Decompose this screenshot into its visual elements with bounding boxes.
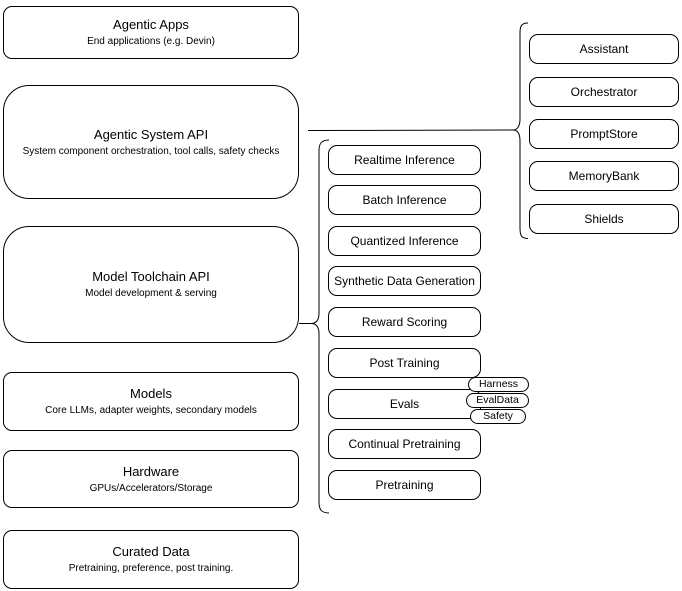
- toolchain-item-reward-scoring: Reward Scoring: [328, 307, 481, 337]
- box-title: Agentic System API: [93, 126, 209, 142]
- box-title: Hardware: [122, 463, 180, 479]
- toolchain-item-evals: Evals: [328, 389, 481, 419]
- box-subtitle: End applications (e.g. Devin): [87, 36, 215, 47]
- item-label: Continual Pretraining: [348, 437, 461, 451]
- box-title: Models: [130, 386, 172, 401]
- component-shields: Shields: [529, 204, 679, 234]
- component-orchestrator: Orchestrator: [529, 77, 679, 107]
- item-label: Post Training: [369, 356, 440, 370]
- box-subtitle: System component orchestration, tool cal…: [22, 145, 280, 157]
- evals-tag-harness: Harness: [468, 377, 529, 392]
- item-label: Evals: [389, 397, 420, 411]
- system-api-components-connector: [307, 129, 514, 131]
- item-label: Shields: [584, 212, 624, 226]
- layer-hardware: Hardware GPUs/Accelerators/Storage: [3, 450, 299, 508]
- component-assistant: Assistant: [529, 34, 679, 64]
- item-label: Orchestrator: [570, 85, 638, 99]
- toolchain-item-synthetic-data-generation: Synthetic Data Generation: [328, 266, 481, 296]
- item-label: PromptStore: [570, 127, 638, 141]
- item-label: Synthetic Data Generation: [334, 274, 475, 288]
- toolchain-item-realtime-inference: Realtime Inference: [328, 145, 481, 175]
- toolchain-item-batch-inference: Batch Inference: [328, 185, 481, 215]
- item-label: Pretraining: [375, 478, 434, 492]
- toolchain-item-continual-pretraining: Continual Pretraining: [328, 429, 481, 459]
- item-label: Quantized Inference: [350, 234, 459, 248]
- item-label: MemoryBank: [568, 169, 640, 183]
- tag-label: EvalData: [476, 394, 519, 407]
- box-title: Agentic Apps: [113, 17, 189, 32]
- layer-agentic-apps: Agentic Apps End applications (e.g. Devi…: [3, 6, 299, 59]
- box-subtitle: Core LLMs, adapter weights, secondary mo…: [45, 405, 257, 416]
- layer-agentic-system-api: Agentic System API System component orch…: [3, 85, 299, 199]
- component-memorybank: MemoryBank: [529, 161, 679, 191]
- toolchain-item-pretraining: Pretraining: [328, 470, 481, 500]
- component-promptstore: PromptStore: [529, 119, 679, 149]
- system-components-brace: [512, 22, 529, 239]
- layer-model-toolchain-api: Model Toolchain API Model development & …: [3, 226, 299, 343]
- item-label: Reward Scoring: [361, 315, 448, 329]
- box-subtitle: Model development & serving: [85, 288, 217, 299]
- box-subtitle: Pretraining, preference, post training.: [68, 563, 234, 574]
- toolchain-item-quantized-inference: Quantized Inference: [328, 226, 481, 256]
- tag-label: Safety: [483, 410, 513, 423]
- evals-tag-evaldata: EvalData: [466, 393, 529, 408]
- toolchain-item-post-training: Post Training: [328, 348, 481, 378]
- evals-tag-safety: Safety: [470, 409, 526, 424]
- item-label: Batch Inference: [362, 193, 447, 207]
- toolchain-group-brace: [310, 139, 330, 514]
- tag-label: Harness: [478, 378, 519, 391]
- item-label: Assistant: [579, 42, 629, 56]
- layer-models: Models Core LLMs, adapter weights, secon…: [3, 372, 299, 431]
- item-label: Realtime Inference: [354, 153, 455, 167]
- box-title: Curated Data: [112, 544, 190, 559]
- box-subtitle: GPUs/Accelerators/Storage: [89, 482, 213, 494]
- box-title: Model Toolchain API: [92, 269, 210, 284]
- layer-curated-data: Curated Data Pretraining, preference, po…: [3, 530, 299, 589]
